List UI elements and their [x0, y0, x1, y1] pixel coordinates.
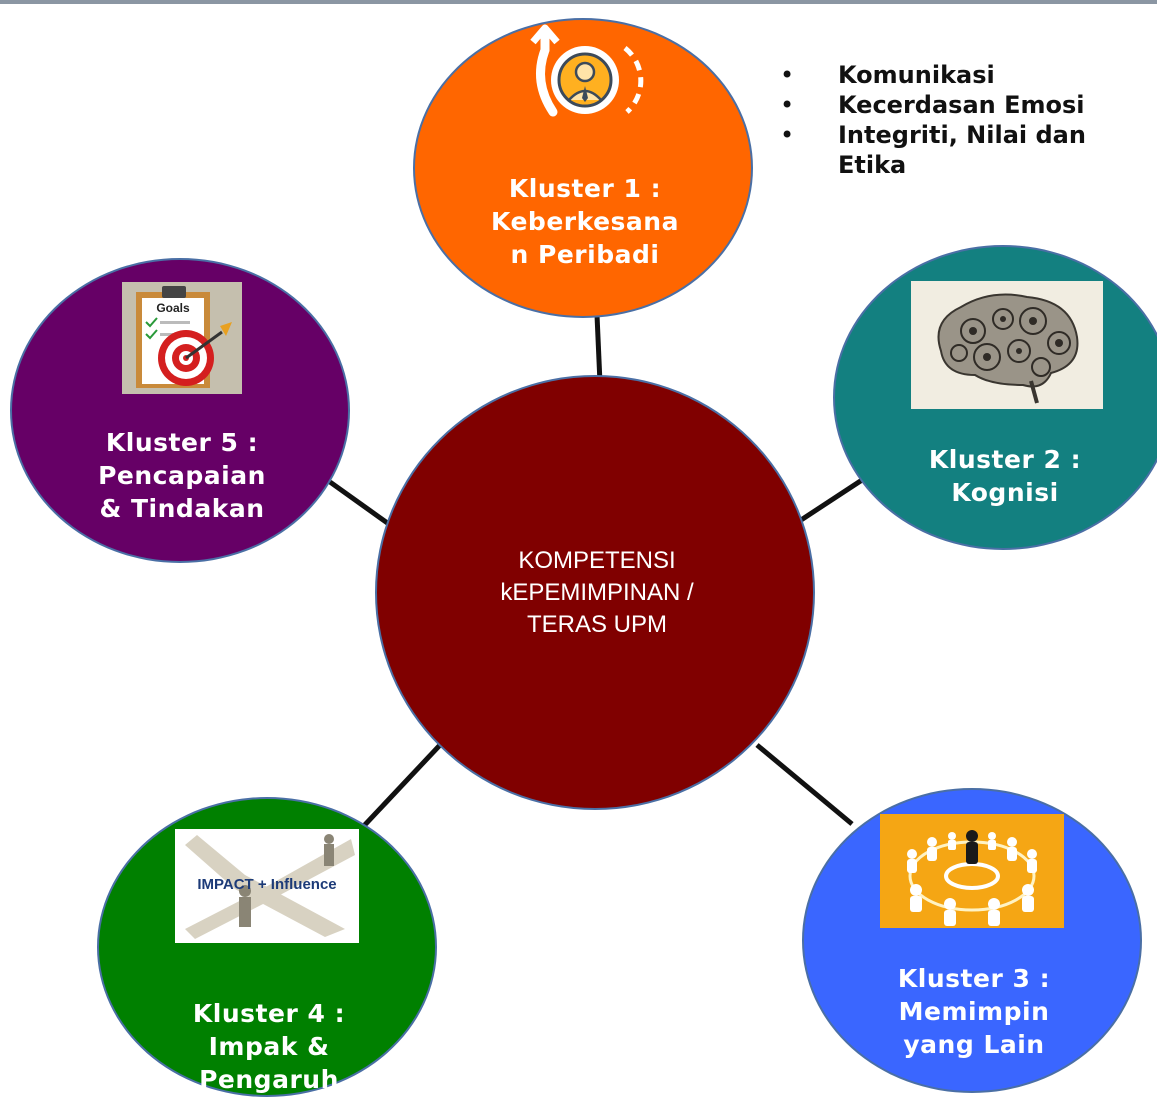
impact-influence-image: IMPACT + Influence — [175, 829, 359, 943]
cluster-3-label-line-1: Kluster 3 : — [897, 964, 1051, 993]
center-node: KOMPETENSI kEPEMIMPINAN / TERAS UPM — [375, 375, 815, 810]
connector-cluster-1 — [594, 314, 603, 384]
cluster-5-label-line-2: Pencapaian — [98, 461, 266, 490]
cluster-2-node: Kluster 2 : Kognisi — [833, 245, 1157, 550]
cluster-1-label: Kluster 1 : Keberkesana n Peribadi — [455, 172, 715, 271]
connector-cluster-3 — [755, 743, 854, 826]
cluster-1-label-line-1: Kluster 1 : — [508, 174, 662, 203]
leader-growth-icon — [523, 22, 647, 120]
cluster-3-label: Kluster 3 : Memimpin yang Lain — [844, 962, 1104, 1061]
impact-influence-text: IMPACT + Influence — [197, 876, 336, 893]
cluster-4-node: IMPACT + Influence Kluster 4 : Impak & P… — [97, 797, 437, 1097]
cluster-3-node: Kluster 3 : Memimpin yang Lain — [802, 788, 1142, 1093]
goals-target-icon: Goals — [122, 282, 242, 394]
connector-cluster-4 — [358, 743, 442, 832]
goals-text: Goals — [156, 301, 190, 315]
cluster-1-point: Kecerdasan Emosi — [780, 90, 1120, 120]
cluster-1-point: Komunikasi — [780, 60, 1120, 90]
cluster-1-node: Kluster 1 : Keberkesana n Peribadi — [413, 18, 753, 318]
center-label-line-1: KOMPETENSI — [518, 547, 676, 574]
cluster-2-label-line-1: Kluster 2 : — [928, 445, 1082, 474]
center-label-line-2: kEPEMIMPINAN / — [500, 579, 694, 606]
cluster-1-label-line-3: n Peribadi — [510, 240, 660, 269]
cluster-1-point: Integriti, Nilai dan Etika — [780, 120, 1120, 180]
brain-gears-icon — [911, 281, 1103, 409]
cluster-2-label: Kluster 2 : Kognisi — [875, 443, 1135, 509]
connector-cluster-2 — [796, 477, 864, 525]
cluster-5-label-line-1: Kluster 5 : — [105, 428, 259, 457]
center-label-line-3: TERAS UPM — [526, 611, 667, 638]
cluster-4-label-line-2: Impak & — [208, 1032, 330, 1061]
cluster-4-label-line-3: Pengaruh — [199, 1065, 339, 1094]
cluster-2-label-line-2: Kognisi — [951, 478, 1059, 507]
cluster-5-label-line-3: & Tindakan — [99, 494, 265, 523]
cluster-4-label: Kluster 4 : Impak & Pengaruh — [139, 997, 399, 1096]
cluster-1-points: Komunikasi Kecerdasan Emosi Integriti, N… — [780, 60, 1120, 180]
cluster-3-label-line-3: yang Lain — [903, 1030, 1045, 1059]
cluster-3-label-line-2: Memimpin — [898, 997, 1050, 1026]
center-label: KOMPETENSI kEPEMIMPINAN / TERAS UPM — [417, 545, 777, 641]
cluster-5-node: Goals Kluster 5 : Pencapaian & Tindakan — [10, 258, 350, 563]
cluster-1-label-line-2: Keberkesana — [491, 207, 679, 236]
top-border — [0, 0, 1157, 4]
cluster-5-label: Kluster 5 : Pencapaian & Tindakan — [52, 426, 312, 525]
leader-crowd-icon — [880, 814, 1064, 928]
cluster-4-label-line-1: Kluster 4 : — [192, 999, 346, 1028]
